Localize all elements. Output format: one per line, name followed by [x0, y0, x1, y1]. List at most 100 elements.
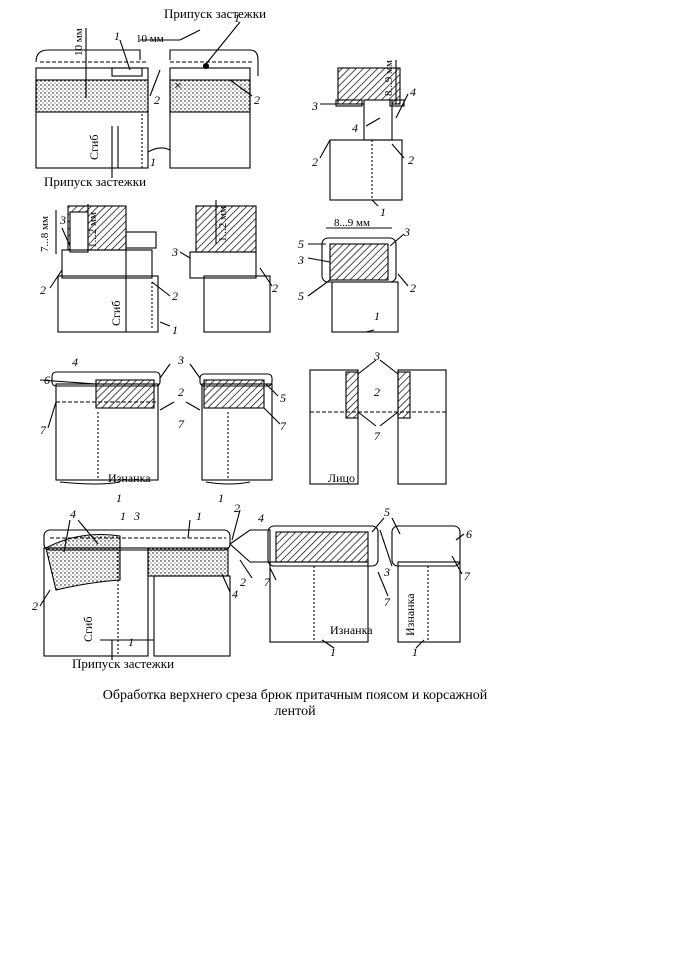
band-left: [61, 249, 153, 279]
band-right: [189, 251, 257, 279]
num-1-fig5b: 1: [218, 491, 224, 505]
clasp-extension: [125, 231, 157, 249]
num-4-fig7b: 4: [232, 587, 238, 601]
leader-2-8b: [239, 559, 253, 579]
num-1-fig2: 1: [380, 205, 386, 219]
figure-1: [35, 21, 259, 178]
figure-6: [309, 359, 447, 485]
button-tab: [111, 67, 143, 77]
num-5-fig5: 5: [280, 391, 286, 405]
num-2-fig8a: 2: [234, 501, 240, 515]
label-10mm-h: 10 мм: [136, 33, 164, 45]
waistband-fold-right: [169, 49, 259, 76]
num-2-fig2b: 2: [408, 153, 414, 167]
num-2-fig3c: 2: [272, 281, 278, 295]
cross-mark: ×: [174, 79, 182, 94]
label-clasp-allowance-top: Припуск застежки: [164, 6, 266, 21]
num-2-fig2a: 2: [312, 155, 318, 169]
num-3-fig3a: 3: [59, 213, 66, 227]
leader-4-7c: [221, 573, 231, 593]
leader-7-left: [47, 401, 57, 429]
panel-right: [203, 275, 271, 333]
leader-6-8: [455, 533, 465, 541]
leader-5-bottom: [307, 279, 331, 297]
label-8-9mm-v: 8...9 мм: [383, 60, 395, 96]
band-8-left-outer: [267, 525, 379, 567]
leader-3-6a: [357, 359, 377, 375]
leader-2-7: [39, 589, 51, 607]
panel-6-left: [309, 369, 359, 485]
leader-4-7b: [77, 519, 99, 545]
inner-tab: [363, 99, 393, 141]
leader-2a-3: [49, 269, 63, 289]
num-2-fig5: 2: [178, 385, 184, 399]
leader-7-8b: [377, 571, 389, 597]
band-7: [43, 529, 231, 551]
leader-3a: [159, 363, 171, 379]
label-1-2mm-b: 1...2 мм: [217, 206, 229, 242]
leader-2c-3: [259, 267, 273, 287]
panel-7-right: [153, 575, 231, 657]
hem-curve-5-left: [59, 481, 121, 485]
hook-tip: [229, 529, 271, 563]
band-8-right: [391, 525, 461, 567]
figure-3: [49, 200, 273, 333]
num-2-fig6: 2: [374, 385, 380, 399]
waistband-hatched: [337, 67, 401, 105]
num-2-fig1b: 2: [254, 93, 260, 107]
num-2-fig3b: 2: [172, 289, 178, 303]
num-4-fig8: 4: [258, 511, 264, 525]
leader-1-8a: [321, 639, 335, 649]
trouser-panel-right: [169, 67, 251, 169]
label-fold-fig7: Сгиб: [81, 617, 95, 642]
label-8-9mm-h: 8...9 мм: [334, 217, 370, 229]
num-4-fig2b: 4: [352, 121, 358, 135]
num-7-fig8b: 7: [384, 595, 391, 609]
panel-body: [329, 139, 403, 201]
num-2-fig4: 2: [410, 281, 416, 295]
link-curve: [147, 147, 171, 153]
leader-7-right: [263, 407, 281, 425]
num-7-fig5b: 7: [178, 417, 185, 431]
leader-3b: [189, 363, 201, 379]
num-3-fig8: 3: [383, 565, 390, 579]
trouser-panel-left: [35, 67, 149, 169]
interlining-7-right: [147, 547, 229, 577]
leader-7-6b: [379, 411, 399, 427]
band-edge-6-right: [397, 371, 411, 419]
num-3-fig2: 3: [311, 99, 318, 113]
figure-7: [39, 519, 231, 660]
leader-2-4: [397, 273, 409, 287]
num-3-fig7: 3: [133, 509, 140, 523]
interlining-left: [35, 79, 149, 113]
num-1-fig3: 1: [172, 323, 178, 337]
panel-8-right: [397, 561, 461, 643]
waistband-hatched-4: [329, 243, 389, 281]
caption-line-1: Обработка верхнего среза брюк притачным …: [102, 688, 488, 703]
leader-5-right: [265, 383, 279, 397]
num-2-fig7: 2: [32, 599, 38, 613]
hem-curve-5-right: [205, 481, 251, 485]
num-1-fig8a: 1: [330, 645, 336, 659]
num-6-fig8: 6: [466, 527, 472, 541]
num-3-fig4b: 3: [403, 225, 410, 239]
leader-2a: [149, 69, 161, 97]
num-5-fig4a: 5: [298, 237, 304, 251]
caption-line-2: лентой: [274, 704, 316, 719]
panel-8-left: [269, 561, 369, 643]
leader-5-8b: [391, 517, 401, 535]
curved-interlining: [45, 533, 121, 591]
panel-5-left: [55, 383, 159, 481]
num-3-fig5: 3: [177, 353, 184, 367]
label-fold-fig1: Сгиб: [87, 135, 101, 160]
leader-1-3: [159, 321, 171, 327]
num-5-fig4b: 5: [298, 289, 304, 303]
num-1-fig1a: 1: [114, 29, 120, 43]
panel-4: [331, 281, 399, 333]
leader-1-7: [187, 519, 191, 539]
band-8-hatched: [275, 531, 369, 563]
seam-tab-left: [335, 99, 363, 107]
label-fold-fig3: Сгиб: [109, 301, 123, 326]
gap-line: [379, 529, 393, 567]
figure-caption: Обработка верхнего среза брюк притачным …: [60, 688, 530, 720]
